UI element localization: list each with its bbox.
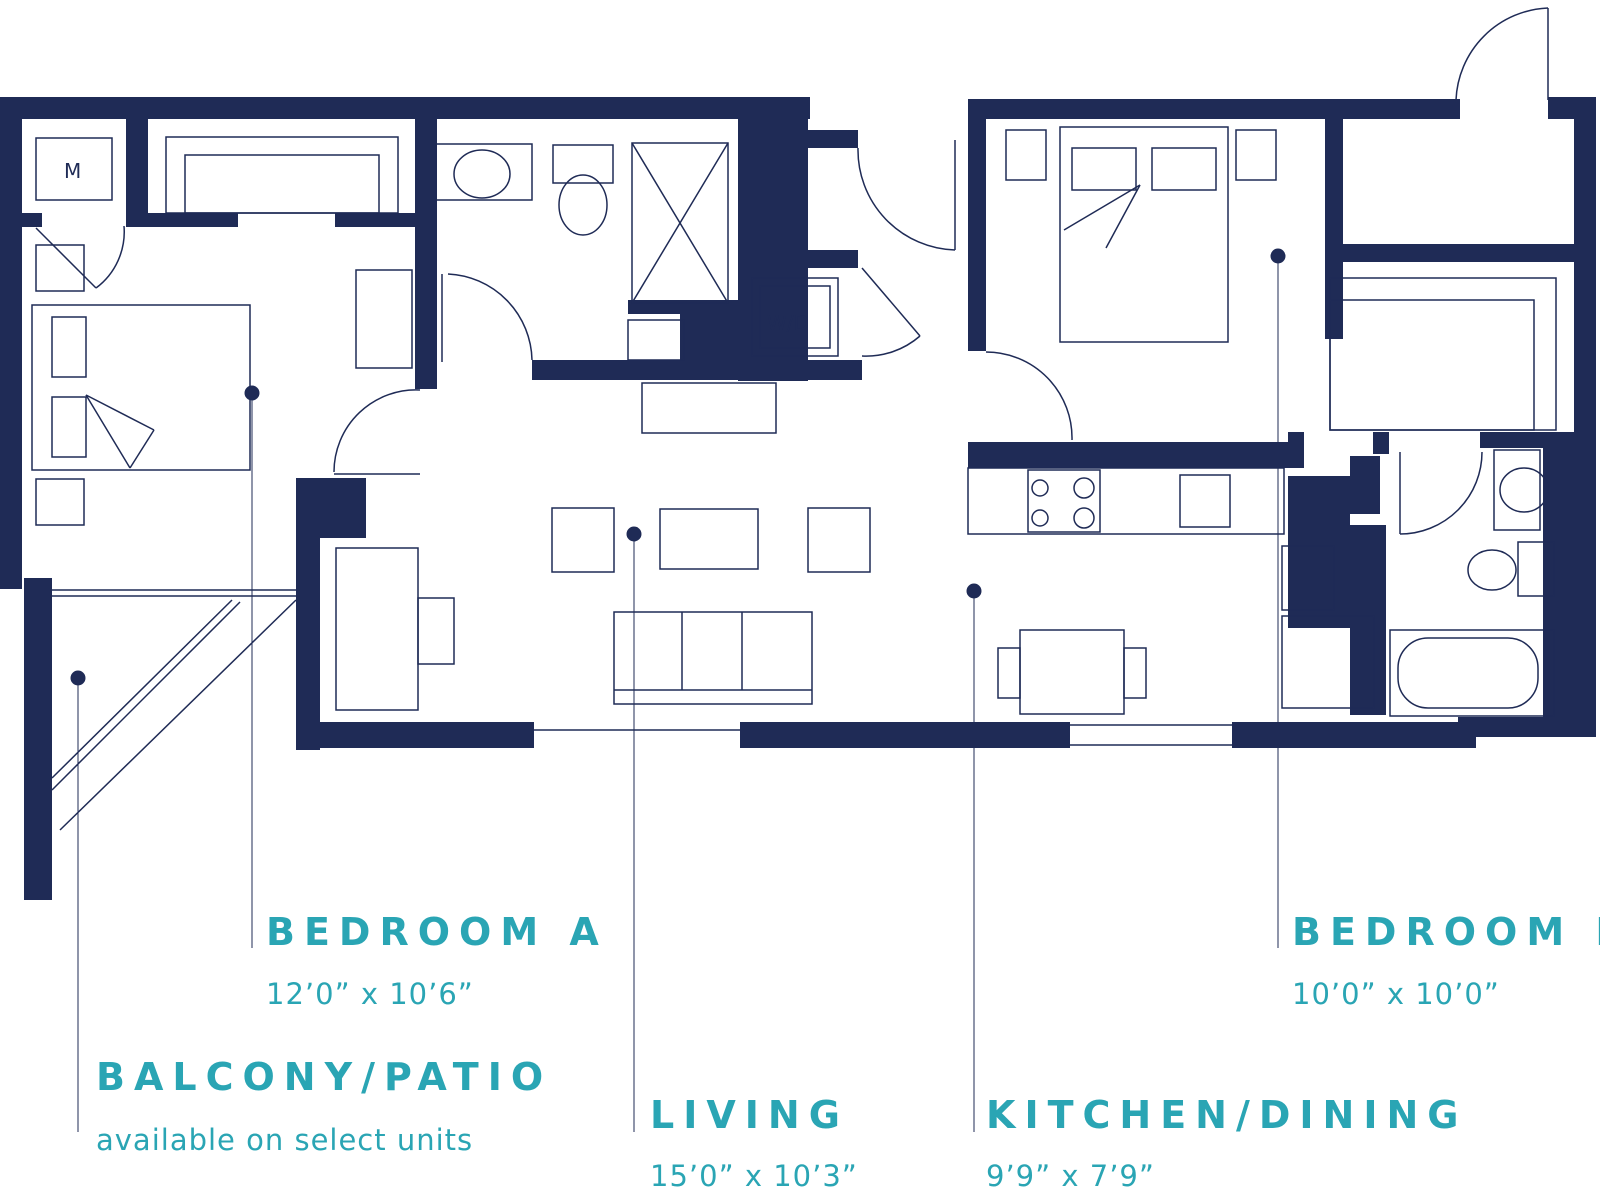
bedroom-a-size: 12’0” x 10’6” (266, 977, 474, 1011)
room-leader-lines (70, 248, 1286, 1132)
kitchen-size: 9’9” x 7’9” (986, 1159, 1155, 1193)
living-size: 15’0” x 10’3” (650, 1159, 858, 1193)
mechanical-tag: M (64, 159, 81, 183)
bedroom-a-name: BEDROOM A (266, 910, 608, 954)
kitchen-name: KITCHEN/DINING (986, 1093, 1468, 1137)
balcony-name: BALCONY/PATIO (96, 1055, 553, 1099)
washer-dryer-tag: W/D (767, 311, 809, 335)
living-name: LIVING (650, 1093, 849, 1137)
exterior-walls (0, 97, 1596, 900)
bedroom-b-size: 10’0” x 10’0” (1292, 977, 1500, 1011)
balcony-note: available on select units (96, 1123, 474, 1157)
fixture-lines (31, 7, 1557, 831)
bedroom-b-name: BEDROOM B (1292, 910, 1600, 954)
